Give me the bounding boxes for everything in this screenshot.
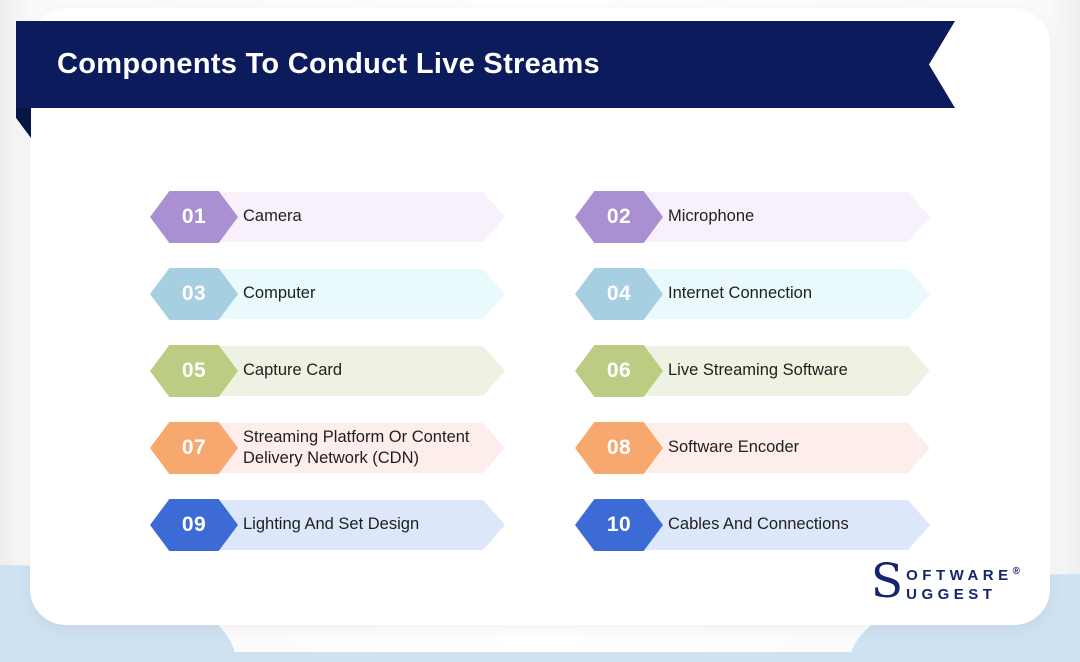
component-item: Software Encoder 08 bbox=[575, 422, 930, 474]
banner-fold bbox=[16, 108, 31, 138]
components-list: Camera 01 Microphone 02 Computer 03 Inte… bbox=[150, 191, 930, 551]
item-label: Software Encoder bbox=[668, 438, 800, 457]
item-number: 10 bbox=[606, 513, 632, 536]
item-label: Capture Card bbox=[243, 361, 343, 380]
softwaresuggest-logo: S OFTWARE® UGGEST bbox=[870, 554, 1020, 610]
item-number-badge: 06 bbox=[575, 345, 663, 397]
item-number-badge: 04 bbox=[575, 268, 663, 320]
logo-word-top: OFTWARE® bbox=[906, 566, 1020, 585]
item-bar: Software Encoder bbox=[630, 423, 930, 473]
component-item: Lighting And Set Design 09 bbox=[150, 499, 505, 551]
item-bar: Live Streaming Software bbox=[630, 346, 930, 396]
item-label: Streaming Platform Or Content Delivery N… bbox=[243, 427, 470, 467]
item-bar: Cables And Connections bbox=[630, 500, 930, 550]
item-number: 07 bbox=[181, 436, 207, 459]
item-label: Lighting And Set Design bbox=[243, 515, 420, 534]
item-bar: Lighting And Set Design bbox=[205, 500, 505, 550]
logo-word-bottom: UGGEST bbox=[906, 586, 997, 604]
item-number: 08 bbox=[606, 436, 632, 459]
component-item: Internet Connection 04 bbox=[575, 268, 930, 320]
item-number-badge: 10 bbox=[575, 499, 663, 551]
item-bar: Camera bbox=[205, 192, 505, 242]
item-bar: Computer bbox=[205, 269, 505, 319]
item-number-badge: 02 bbox=[575, 191, 663, 243]
component-item: Capture Card 05 bbox=[150, 345, 505, 397]
item-number: 06 bbox=[606, 359, 632, 382]
component-item: Microphone 02 bbox=[575, 191, 930, 243]
logo-wordmark: OFTWARE® UGGEST bbox=[906, 560, 1020, 605]
item-number: 02 bbox=[606, 205, 632, 228]
item-number: 09 bbox=[181, 513, 207, 536]
item-number-badge: 09 bbox=[150, 499, 238, 551]
title-banner: Components To Conduct Live Streams bbox=[16, 21, 955, 108]
item-bar: Microphone bbox=[630, 192, 930, 242]
item-number-badge: 05 bbox=[150, 345, 238, 397]
page-title: Components To Conduct Live Streams bbox=[57, 48, 600, 80]
content-card: Camera 01 Microphone 02 Computer 03 Inte… bbox=[30, 8, 1050, 625]
item-label: Camera bbox=[243, 207, 302, 226]
item-number: 05 bbox=[181, 359, 207, 382]
item-number-badge: 07 bbox=[150, 422, 238, 474]
item-number: 01 bbox=[181, 205, 207, 228]
registered-mark: ® bbox=[1012, 566, 1020, 578]
component-item: Computer 03 bbox=[150, 268, 505, 320]
item-bar: Internet Connection bbox=[630, 269, 930, 319]
component-item: Camera 01 bbox=[150, 191, 505, 243]
item-number-badge: 03 bbox=[150, 268, 238, 320]
item-bar: Capture Card bbox=[205, 346, 505, 396]
item-label: Internet Connection bbox=[668, 284, 813, 303]
item-number: 04 bbox=[606, 282, 632, 305]
decor-bottom-strip bbox=[0, 652, 1080, 662]
component-item: Cables And Connections 10 bbox=[575, 499, 930, 551]
logo-big-s: S bbox=[870, 554, 904, 610]
item-label: Computer bbox=[243, 284, 316, 303]
item-bar: Streaming Platform Or Content Delivery N… bbox=[205, 423, 505, 473]
item-number-badge: 08 bbox=[575, 422, 663, 474]
item-label: Live Streaming Software bbox=[668, 361, 848, 380]
item-number: 03 bbox=[181, 282, 207, 305]
item-number-badge: 01 bbox=[150, 191, 238, 243]
component-item: Streaming Platform Or Content Delivery N… bbox=[150, 422, 505, 474]
item-label: Microphone bbox=[668, 207, 755, 226]
component-item: Live Streaming Software 06 bbox=[575, 345, 930, 397]
item-label: Cables And Connections bbox=[668, 515, 849, 534]
